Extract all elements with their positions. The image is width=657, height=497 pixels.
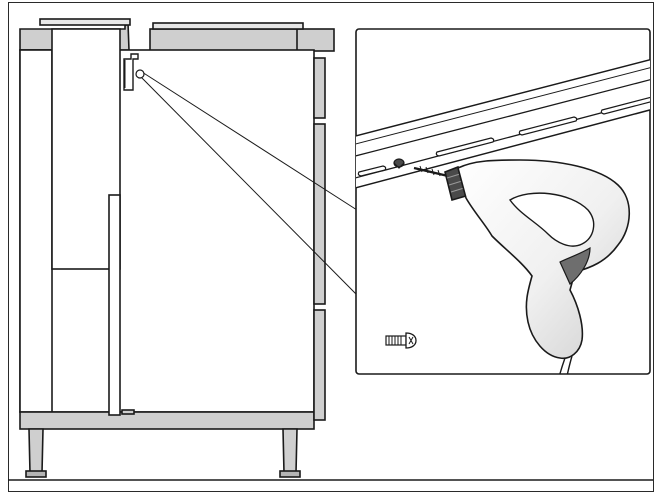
callout-lines (135, 69, 358, 296)
drill-trigger-grip (559, 246, 591, 285)
cabinet-side-view (19, 18, 335, 478)
leg-left-foot (25, 470, 47, 478)
drill-handle-recess (508, 192, 595, 247)
mounting-bracket (123, 53, 139, 91)
hob-top (39, 18, 131, 26)
drill-screw (413, 165, 449, 178)
drill-cord (555, 357, 566, 374)
figure-border (8, 2, 654, 492)
door-segment-1 (313, 57, 326, 119)
worktop-right-cap (152, 22, 304, 30)
detail-inset (355, 28, 651, 375)
cabinet-plinth (19, 411, 315, 430)
leg-right (282, 428, 298, 474)
door-segment-2 (313, 123, 326, 305)
screw-icon (380, 327, 417, 353)
leg-right-foot (279, 470, 301, 478)
door-segment-3 (313, 309, 326, 421)
partition-foot (121, 409, 135, 415)
worktop-right (149, 28, 335, 52)
leg-left (28, 428, 44, 474)
partition-strip (108, 194, 121, 416)
installed-screw (393, 158, 405, 169)
power-drill-icon (444, 159, 630, 374)
cabinet-left-panel (19, 49, 53, 413)
slotted-rail (356, 51, 650, 193)
